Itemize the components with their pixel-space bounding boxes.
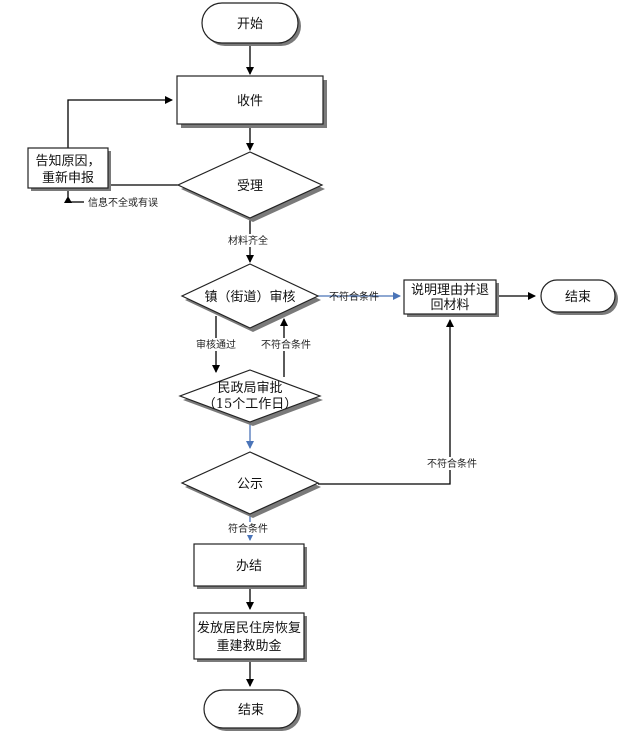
town-review-diamond: 镇（街道）审核 [180, 263, 321, 332]
grant-label-line2: 重建救助金 [216, 638, 281, 654]
label-review-passed: 审核通过 [196, 338, 236, 351]
explain-label-line1: 说明理由并退 [411, 283, 489, 298]
start-label: 开始 [237, 17, 263, 32]
explain-label-line2: 回材料 [430, 298, 469, 313]
accept-diamond: 受理 [176, 151, 325, 222]
end-bottom-node: 结束 [203, 689, 301, 731]
bureau-label-line2: （15个工作日） [203, 397, 298, 412]
publicize-diamond: 公示 [180, 451, 321, 518]
label-qualified: 符合条件 [228, 522, 268, 535]
edge-notify-receive [67, 96, 173, 148]
grant-box: 发放居民住房恢复 重建救助金 [193, 612, 307, 662]
end-right-node: 结束 [540, 279, 618, 315]
complete-label: 办结 [236, 559, 262, 574]
end-bottom-label: 结束 [238, 703, 264, 718]
complete-box: 办结 [193, 543, 307, 589]
label-not-qualified-2: 不符合条件 [261, 338, 311, 351]
bureau-diamond: 民政局审批 （15个工作日） [178, 369, 323, 426]
accept-label: 受理 [237, 179, 263, 194]
edge-labels: 信息不全或有误 材料齐全 不符合条件 审核通过 不符合条件 不符合条件 符合条件 [86, 196, 479, 535]
receive-label: 收件 [237, 94, 263, 109]
publicize-label: 公示 [237, 477, 263, 492]
receive-box: 收件 [176, 75, 327, 128]
grant-label-line1: 发放居民住房恢复 [197, 620, 301, 636]
edges [64, 44, 536, 687]
notify-label-line1: 告知原因， [35, 153, 100, 169]
label-not-qualified-1: 不符合条件 [329, 290, 379, 303]
end-right-label: 结束 [565, 290, 591, 305]
label-not-qualified-3: 不符合条件 [427, 457, 477, 470]
label-materials-complete: 材料齐全 [228, 234, 268, 247]
edge-arrow-to-notify [64, 196, 72, 203]
town-review-label: 镇（街道）审核 [204, 290, 295, 305]
label-incomplete: 信息不全或有误 [88, 196, 158, 209]
notify-label-line2: 重新申报 [42, 170, 94, 186]
notify-box: 告知原因， 重新申报 [27, 147, 111, 191]
start-node: 开始 [201, 2, 301, 46]
edge-publicize-explain [318, 319, 454, 485]
bureau-label-line1: 民政局审批 [217, 381, 282, 396]
explain-box: 说明理由并退 回材料 [403, 279, 499, 317]
